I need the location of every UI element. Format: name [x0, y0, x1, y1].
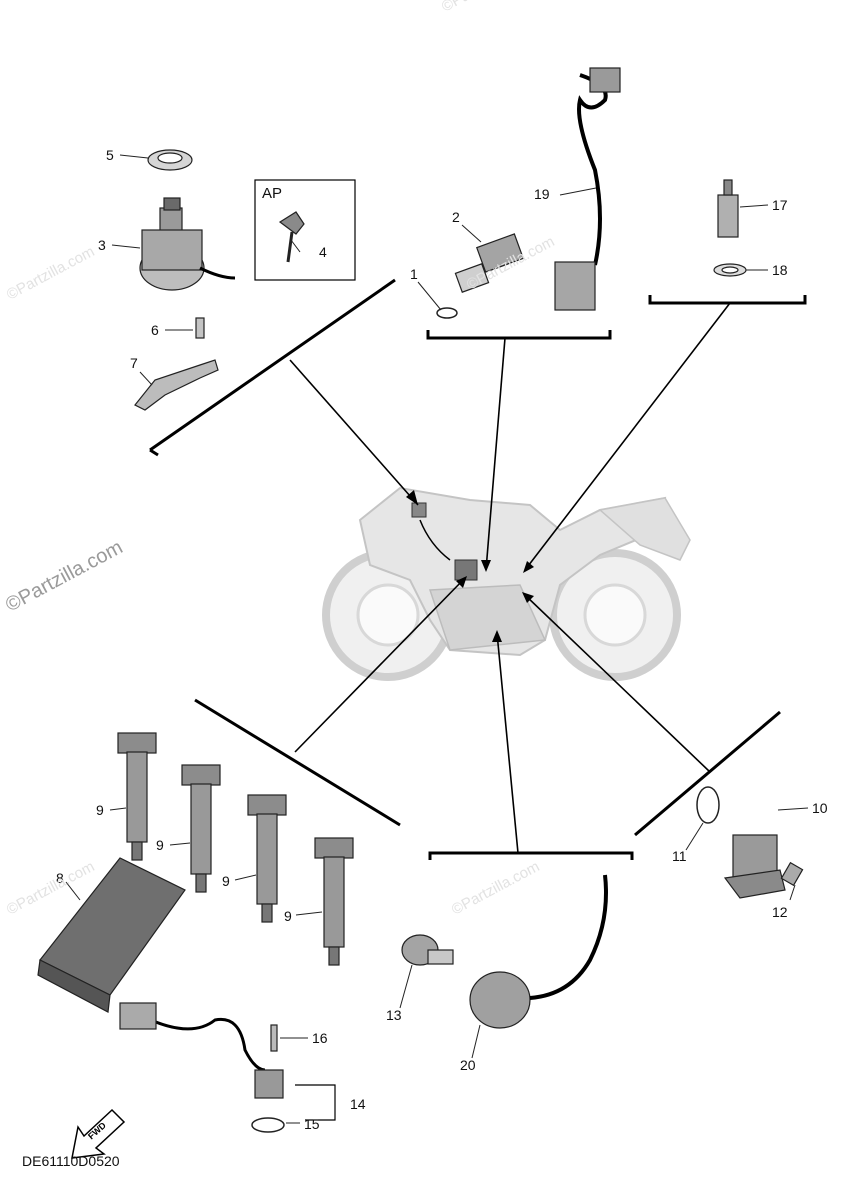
- callout-12: 12: [772, 904, 788, 920]
- callout-18: 18: [772, 262, 788, 278]
- sensor-group-upper: [436, 67, 621, 319]
- watermark-faint: ©Partzilla.com: [449, 858, 543, 919]
- callout-13: 13: [386, 1007, 402, 1023]
- callout-6: 6: [151, 322, 159, 338]
- callout-9: 9: [222, 873, 230, 889]
- callout-8: 8: [56, 870, 64, 886]
- sensor-group-lower-right: [696, 786, 804, 899]
- callout-3: 3: [98, 237, 106, 253]
- ap-inset-box: [254, 179, 356, 281]
- watermark-faint: ©Partzilla.com: [439, 0, 533, 16]
- callout-4: 4: [319, 244, 327, 260]
- callout-1: 1: [410, 266, 418, 282]
- diagram-code: DE61110D0520: [22, 1153, 120, 1169]
- callout-14: 14: [350, 1096, 366, 1112]
- callout-10: 10: [812, 800, 828, 816]
- ignition-coil: [117, 732, 157, 861]
- sensor-group-lower: [401, 874, 608, 1029]
- callout-15: 15: [304, 1116, 320, 1132]
- callout-9: 9: [156, 837, 164, 853]
- leader-lines: [149, 278, 807, 860]
- sensor-group-right: [713, 179, 747, 277]
- callout-16: 16: [312, 1030, 328, 1046]
- ignition-coils-group: [37, 732, 354, 1133]
- callout-2: 2: [452, 209, 460, 225]
- callout-11: 11: [672, 848, 687, 864]
- callout-5: 5: [106, 147, 114, 163]
- watermark-faint: ©Partzilla.com: [4, 243, 98, 304]
- motorcycle-illustration: [322, 486, 691, 681]
- watermark: ©Partzilla.com: [2, 536, 126, 616]
- callout-9: 9: [284, 908, 292, 924]
- ignition-coil: [181, 764, 221, 893]
- ignition-coil: [314, 837, 354, 966]
- ignition-coil: [247, 794, 287, 923]
- callout-leaders: [65, 154, 809, 1124]
- callout-17: 17: [772, 197, 788, 213]
- callout-20: 20: [460, 1057, 476, 1073]
- callout-19: 19: [534, 186, 550, 202]
- callout-labels: 1 2 3 4 5 6 7 8 9 9 9 9 10 11 12 13 14 1…: [56, 147, 828, 1132]
- callout-7: 7: [130, 355, 138, 371]
- fwd-arrow-icon: FWD: [71, 1108, 126, 1159]
- ap-inset-label: AP: [262, 185, 282, 202]
- callout-9: 9: [96, 802, 104, 818]
- ignition-switch-group: [134, 149, 356, 411]
